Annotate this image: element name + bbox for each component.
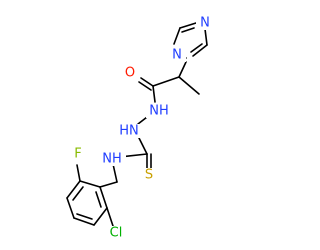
bond bbox=[179, 22, 197, 29]
bond bbox=[192, 44, 208, 57]
molecule-structure: N N O NH HN NH S F Cl bbox=[66, 15, 214, 241]
bond bbox=[152, 85, 156, 103]
imidazole-n3-label: N bbox=[200, 16, 210, 31]
bond bbox=[137, 135, 148, 155]
bond bbox=[138, 81, 152, 91]
bond bbox=[112, 163, 118, 183]
hydrazide-nh-label: NH bbox=[149, 104, 169, 119]
bond bbox=[140, 77, 154, 87]
chlorine-label: Cl bbox=[110, 226, 123, 241]
bond bbox=[66, 180, 81, 199]
bond bbox=[93, 207, 108, 226]
bond bbox=[152, 76, 180, 87]
bond bbox=[178, 61, 187, 78]
bond bbox=[99, 186, 108, 209]
bond bbox=[72, 186, 84, 201]
carbonyl-o-label: O bbox=[125, 66, 135, 81]
bond bbox=[79, 180, 101, 188]
fluorine-label: F bbox=[74, 147, 81, 162]
bond bbox=[204, 28, 208, 46]
bond bbox=[99, 181, 118, 188]
imidazole-n-label: N bbox=[172, 48, 182, 63]
bond bbox=[76, 164, 81, 182]
bond bbox=[76, 213, 93, 220]
bond bbox=[178, 76, 200, 95]
bond bbox=[95, 191, 102, 208]
bond bbox=[66, 197, 75, 219]
hydrazide-hn-label: HN bbox=[119, 124, 139, 139]
bond bbox=[173, 27, 181, 45]
bond bbox=[73, 217, 95, 226]
bonds bbox=[66, 22, 208, 227]
atom-labels: N N O NH HN NH S F Cl bbox=[69, 16, 214, 241]
thioamide-nh-label: NH bbox=[102, 152, 122, 167]
thio-s-label: S bbox=[145, 168, 153, 183]
bond bbox=[190, 43, 203, 53]
bond bbox=[106, 207, 114, 227]
bond bbox=[181, 27, 195, 33]
